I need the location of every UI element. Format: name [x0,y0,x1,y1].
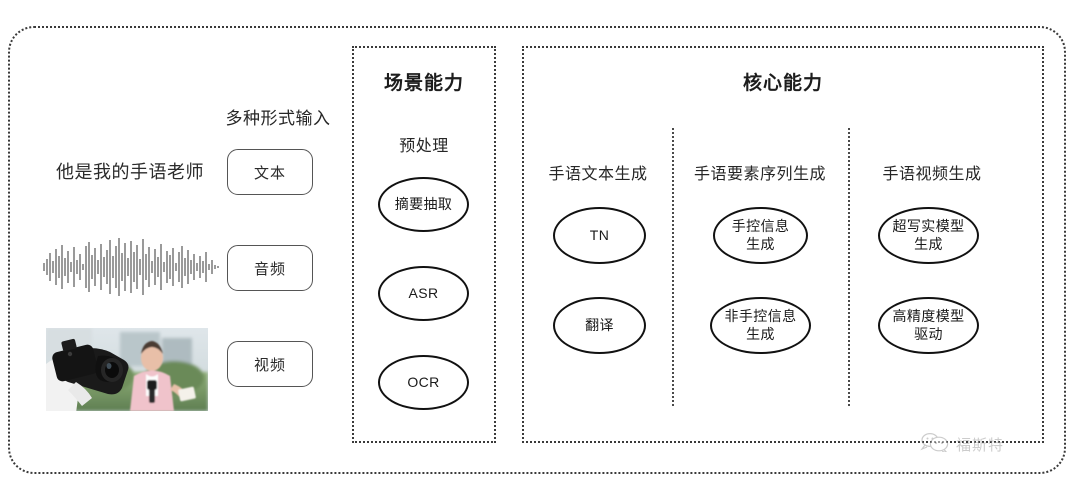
node-summary-extraction-label: 摘要抽取 [394,195,453,212]
wechat-bubbles-icon [920,432,950,457]
node-high-precision-model-driving-line2: 驱动 [914,325,943,342]
node-summary-extraction[interactable]: 摘要抽取 [378,177,469,232]
node-manual-feature-generation-line1: 手控信息 [731,218,790,235]
input-button-video-label: 视频 [253,356,286,374]
node-ocr-label: OCR [407,373,440,390]
input-button-text-label: 文本 [253,164,286,182]
input-button-video[interactable]: 视频 [227,341,313,387]
node-asr[interactable]: ASR [378,266,469,321]
node-non-manual-feature-generation-line1: 非手控信息 [724,308,797,325]
core-column-3-heading: 手语视频生成 [882,166,982,183]
node-translation[interactable]: 翻译 [553,297,646,354]
node-high-precision-model-driving-line1: 高精度模型 [892,308,965,325]
node-translation-label: 翻译 [585,316,614,333]
node-tn-label: TN [589,226,610,243]
input-section-heading: 多种形式输入 [225,109,331,128]
scene-panel-title: 场景能力 [383,73,464,94]
node-hyperrealistic-model-generation-line1: 超写实模型 [892,218,965,235]
node-tn[interactable]: TN [553,207,646,264]
core-capability-panel: 核心能力 [522,46,1044,443]
node-manual-feature-generation-line2: 生成 [746,235,775,252]
core-panel-title: 核心能力 [742,73,823,94]
input-button-text[interactable]: 文本 [227,149,313,195]
core-column-divider-1 [672,128,674,406]
outer-frame [8,26,1066,474]
watermark: 福斯特 [920,432,1004,457]
node-asr-label: ASR [408,284,439,301]
core-column-1-heading: 手语文本生成 [548,166,648,183]
node-ocr[interactable]: OCR [378,355,469,410]
node-hyperrealistic-model-generation[interactable]: 超写实模型 生成 [878,207,979,264]
core-column-divider-2 [848,128,850,406]
video-thumbnail [46,328,208,411]
scene-column-heading: 预处理 [399,138,449,155]
node-non-manual-feature-generation[interactable]: 非手控信息 生成 [710,297,811,354]
node-high-precision-model-driving[interactable]: 高精度模型 驱动 [878,297,979,354]
audio-waveform-icon [38,236,222,298]
node-non-manual-feature-generation-line2: 生成 [746,325,775,342]
input-button-audio[interactable]: 音频 [227,245,313,291]
node-hyperrealistic-model-generation-line2: 生成 [914,235,943,252]
sample-text: 他是我的手语老师 [56,162,204,182]
watermark-text: 福斯特 [956,437,1005,454]
scene-capability-panel: 场景能力 [352,46,496,443]
node-manual-feature-generation[interactable]: 手控信息 生成 [713,207,808,264]
input-button-audio-label: 音频 [253,260,286,278]
core-column-2-heading: 手语要素序列生成 [693,166,826,183]
